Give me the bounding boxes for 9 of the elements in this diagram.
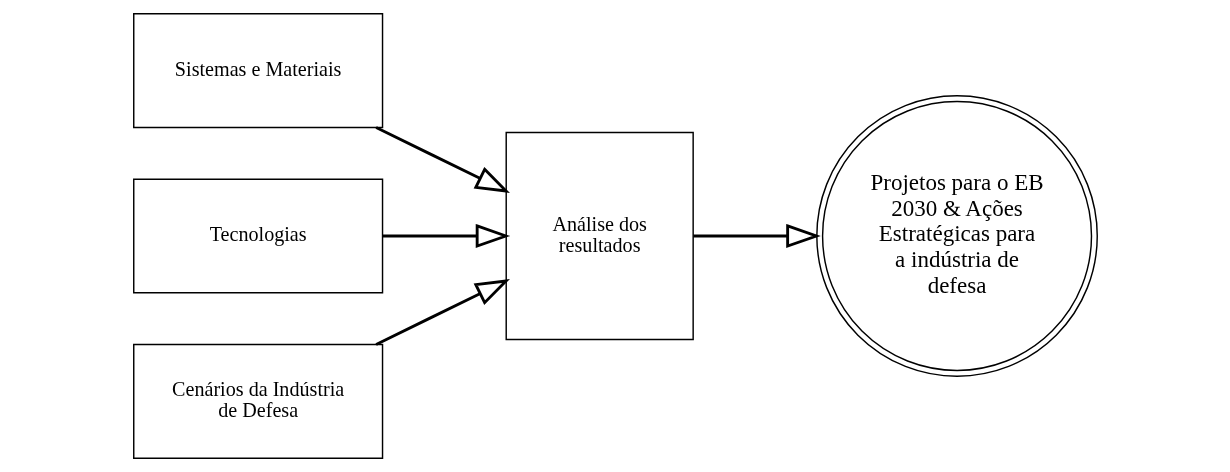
arrow — [375, 126, 510, 193]
node-box: Cenários da Indústria de Defesa — [132, 343, 383, 459]
arrow — [692, 223, 821, 249]
node-box: Sistemas e Materiais — [132, 13, 383, 129]
node-circle: Projetos para o EB 2030 & Ações Estratégicas para a indústria de defesa — [815, 95, 1098, 377]
node-box: Tecnologias — [132, 178, 383, 294]
node-box: Análise dos resultados — [505, 131, 694, 341]
arrow — [382, 223, 510, 249]
arrow — [375, 279, 510, 346]
